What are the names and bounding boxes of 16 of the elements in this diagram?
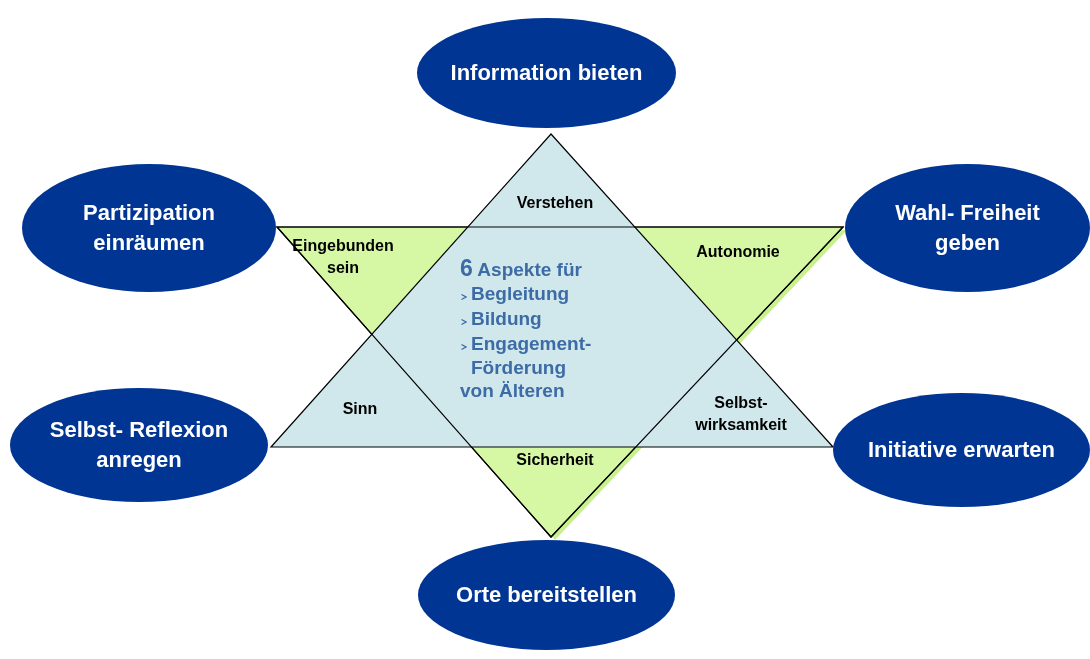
node-label: Information bieten	[449, 59, 644, 87]
center-text: Begleitung	[471, 282, 571, 306]
point-label: Sinn	[341, 399, 379, 419]
node-label: Selbst- Reflexion anregen	[48, 416, 230, 474]
node-label: Partizipation einräumen	[82, 199, 216, 257]
point-label: Autonomie	[695, 242, 781, 262]
point-label: Selbst- wirksamkeit	[694, 393, 788, 435]
center-text: 6 Aspekte für	[460, 256, 583, 282]
center-text: von Älteren	[460, 379, 566, 403]
point-label: Eingebunden sein	[291, 236, 395, 278]
center-text: Bildung	[471, 307, 543, 331]
node-label: Orte bereitstellen	[455, 581, 638, 609]
node-label: Wahl- Freiheit geben	[894, 199, 1041, 257]
node-label: Initiative erwarten	[866, 436, 1057, 464]
point-label: Verstehen	[515, 193, 595, 213]
point-label: Sicherheit	[515, 450, 595, 470]
